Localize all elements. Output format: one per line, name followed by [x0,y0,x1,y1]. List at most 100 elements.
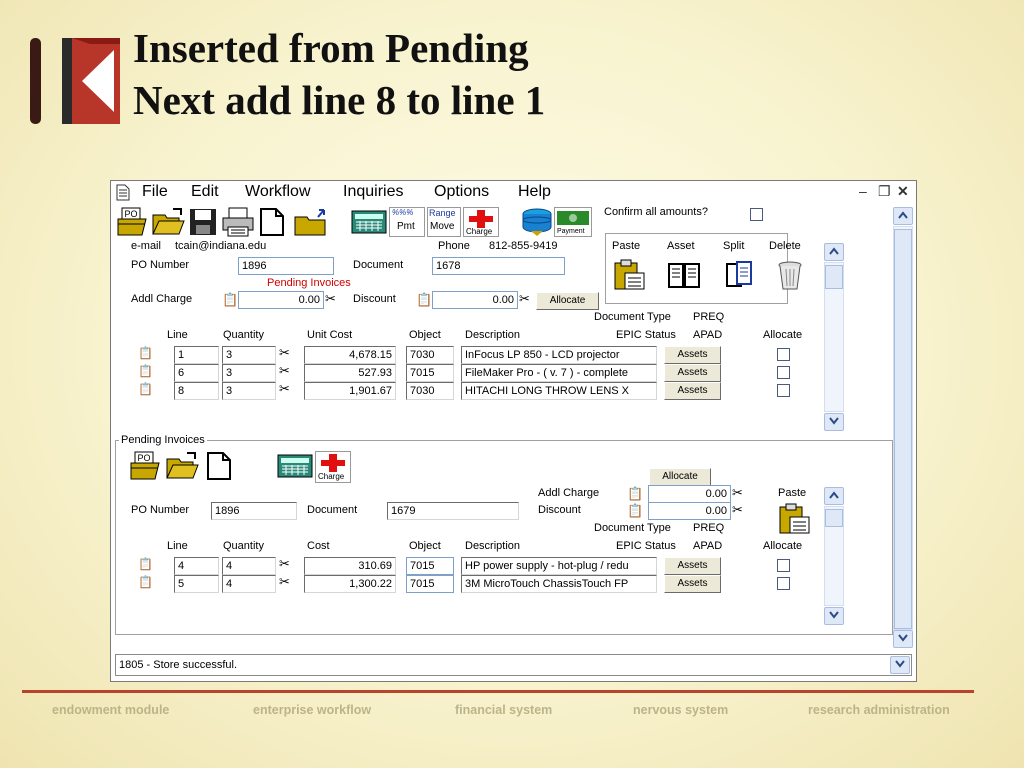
pending-scroll-track[interactable] [824,506,844,606]
quantity-field[interactable]: 4 [222,575,276,593]
allocate-checkbox[interactable] [777,577,790,590]
addl-charge-field[interactable]: 0.00 [238,291,324,309]
pending-scroll-thumb[interactable] [825,509,843,527]
quantity-field[interactable]: 4 [222,557,276,575]
scissors-icon[interactable]: ✂ [732,502,743,517]
assets-button[interactable]: Assets [664,346,721,364]
line-number-field[interactable]: 8 [174,382,219,400]
object-field[interactable]: 7015 [406,364,454,382]
minimize-icon[interactable]: – [859,183,867,199]
lines-scroll-down-button[interactable] [824,413,844,431]
pending-discount-field[interactable]: 0.00 [648,502,731,520]
cost-field[interactable]: 527.93 [304,364,396,382]
allocate-checkbox[interactable] [777,366,790,379]
payment-money-button[interactable]: Payment [554,207,592,237]
discount-field[interactable]: 0.00 [432,291,518,309]
print-button[interactable] [221,207,255,237]
payment-button[interactable]: %%% Pmt [389,207,425,237]
po-number-field[interactable]: 1896 [238,257,334,275]
description-field[interactable]: FileMaker Pro - ( v. 7 ) - complete [461,364,657,382]
allocate-checkbox[interactable] [777,384,790,397]
paste-clipboard-icon[interactable] [776,503,812,535]
pending-document-field[interactable]: 1679 [387,502,519,520]
assets-button[interactable]: Assets [664,557,721,575]
clipboard-icon[interactable]: 📋 [222,292,239,307]
cost-field[interactable]: 310.69 [304,557,396,575]
scissors-icon[interactable]: ✂ [279,345,290,360]
new-document-button[interactable] [258,207,286,237]
object-field[interactable]: 7015 [406,557,454,575]
cost-field[interactable]: 1,300.22 [304,575,396,593]
description-field[interactable]: 3M MicroTouch ChassisTouch FP [461,575,657,593]
allocate-checkbox[interactable] [777,348,790,361]
description-field[interactable]: HP power supply - hot-plug / redu [461,557,657,575]
pending-scroll-down-button[interactable] [824,607,844,625]
restore-icon[interactable]: ❐ [878,183,891,199]
pending-addl-charge-field[interactable]: 0.00 [648,485,731,503]
scissors-icon[interactable]: ✂ [732,485,743,500]
range-move-button[interactable]: Range Move [427,207,461,237]
scissors-icon[interactable]: ✂ [519,291,530,306]
pending-scroll-up-button[interactable] [824,487,844,505]
database-button[interactable] [521,207,553,237]
menu-edit[interactable]: Edit [191,183,219,200]
open-folder-button[interactable] [151,207,185,237]
close-icon[interactable]: ✕ [897,183,909,199]
quantity-field[interactable]: 3 [222,346,276,364]
scissors-icon[interactable]: ✂ [279,574,290,589]
quantity-field[interactable]: 3 [222,382,276,400]
menu-options[interactable]: Options [434,183,490,200]
charge-button[interactable]: Charge [463,207,499,237]
pending-invoices-link[interactable]: Pending Invoices [267,277,351,289]
description-field[interactable]: InFocus LP 850 - LCD projector [461,346,657,364]
return-folder-button[interactable] [293,207,329,237]
line-number-field[interactable]: 6 [174,364,219,382]
save-button[interactable] [188,207,218,237]
clipboard-icon[interactable]: 📋 [138,364,153,378]
allocate-checkbox[interactable] [777,559,790,572]
menu-workflow[interactable]: Workflow [245,183,311,200]
pending-allocate-button[interactable]: Allocate [649,468,711,486]
confirm-amounts-checkbox[interactable] [750,208,763,221]
scissors-icon[interactable]: ✂ [279,363,290,378]
line-number-field[interactable]: 5 [174,575,219,593]
clipboard-icon[interactable]: 📋 [138,575,153,589]
object-field[interactable]: 7015 [406,575,454,593]
clipboard-icon[interactable]: 📋 [416,292,433,307]
calculator-button[interactable] [351,209,387,235]
description-field[interactable]: HITACHI LONG THROW LENS X [461,382,657,400]
clipboard-icon[interactable]: 📋 [138,382,153,396]
scissors-icon[interactable]: ✂ [279,556,290,571]
window-scroll-down-button[interactable] [893,630,913,648]
lines-scroll-thumb[interactable] [825,265,843,289]
line-number-field[interactable]: 4 [174,557,219,575]
clipboard-icon[interactable]: 📋 [138,346,153,360]
pending-po-number-field[interactable]: 1896 [211,502,297,520]
clipboard-icon[interactable]: 📋 [138,557,153,571]
window-scroll-track[interactable] [893,226,913,630]
scissors-icon[interactable]: ✂ [325,291,336,306]
allocate-button[interactable]: Allocate [536,292,599,310]
po-folder-button[interactable]: PO [116,207,148,237]
line-number-field[interactable]: 1 [174,346,219,364]
cost-field[interactable]: 1,901.67 [304,382,396,400]
assets-button[interactable]: Assets [664,575,721,593]
pending-charge-button[interactable]: Charge [315,451,351,483]
clipboard-icon[interactable]: 📋 [627,503,644,518]
menu-inquiries[interactable]: Inquiries [343,183,404,200]
trash-can-icon[interactable] [777,259,803,291]
asset-book-icon[interactable] [667,261,701,289]
split-page-icon[interactable] [725,261,753,289]
cost-field[interactable]: 4,678.15 [304,346,396,364]
lines-scroll-track[interactable] [824,262,844,412]
pending-po-folder-button[interactable]: PO [129,451,161,481]
pending-open-folder-button[interactable] [165,451,199,481]
clipboard-icon[interactable]: 📋 [627,486,644,501]
scissors-icon[interactable]: ✂ [279,381,290,396]
paste-clipboard-icon[interactable] [612,259,646,291]
document-field[interactable]: 1678 [432,257,565,275]
object-field[interactable]: 7030 [406,382,454,400]
assets-button[interactable]: Assets [664,382,721,400]
assets-button[interactable]: Assets [664,364,721,382]
menu-file[interactable]: File [142,183,168,200]
